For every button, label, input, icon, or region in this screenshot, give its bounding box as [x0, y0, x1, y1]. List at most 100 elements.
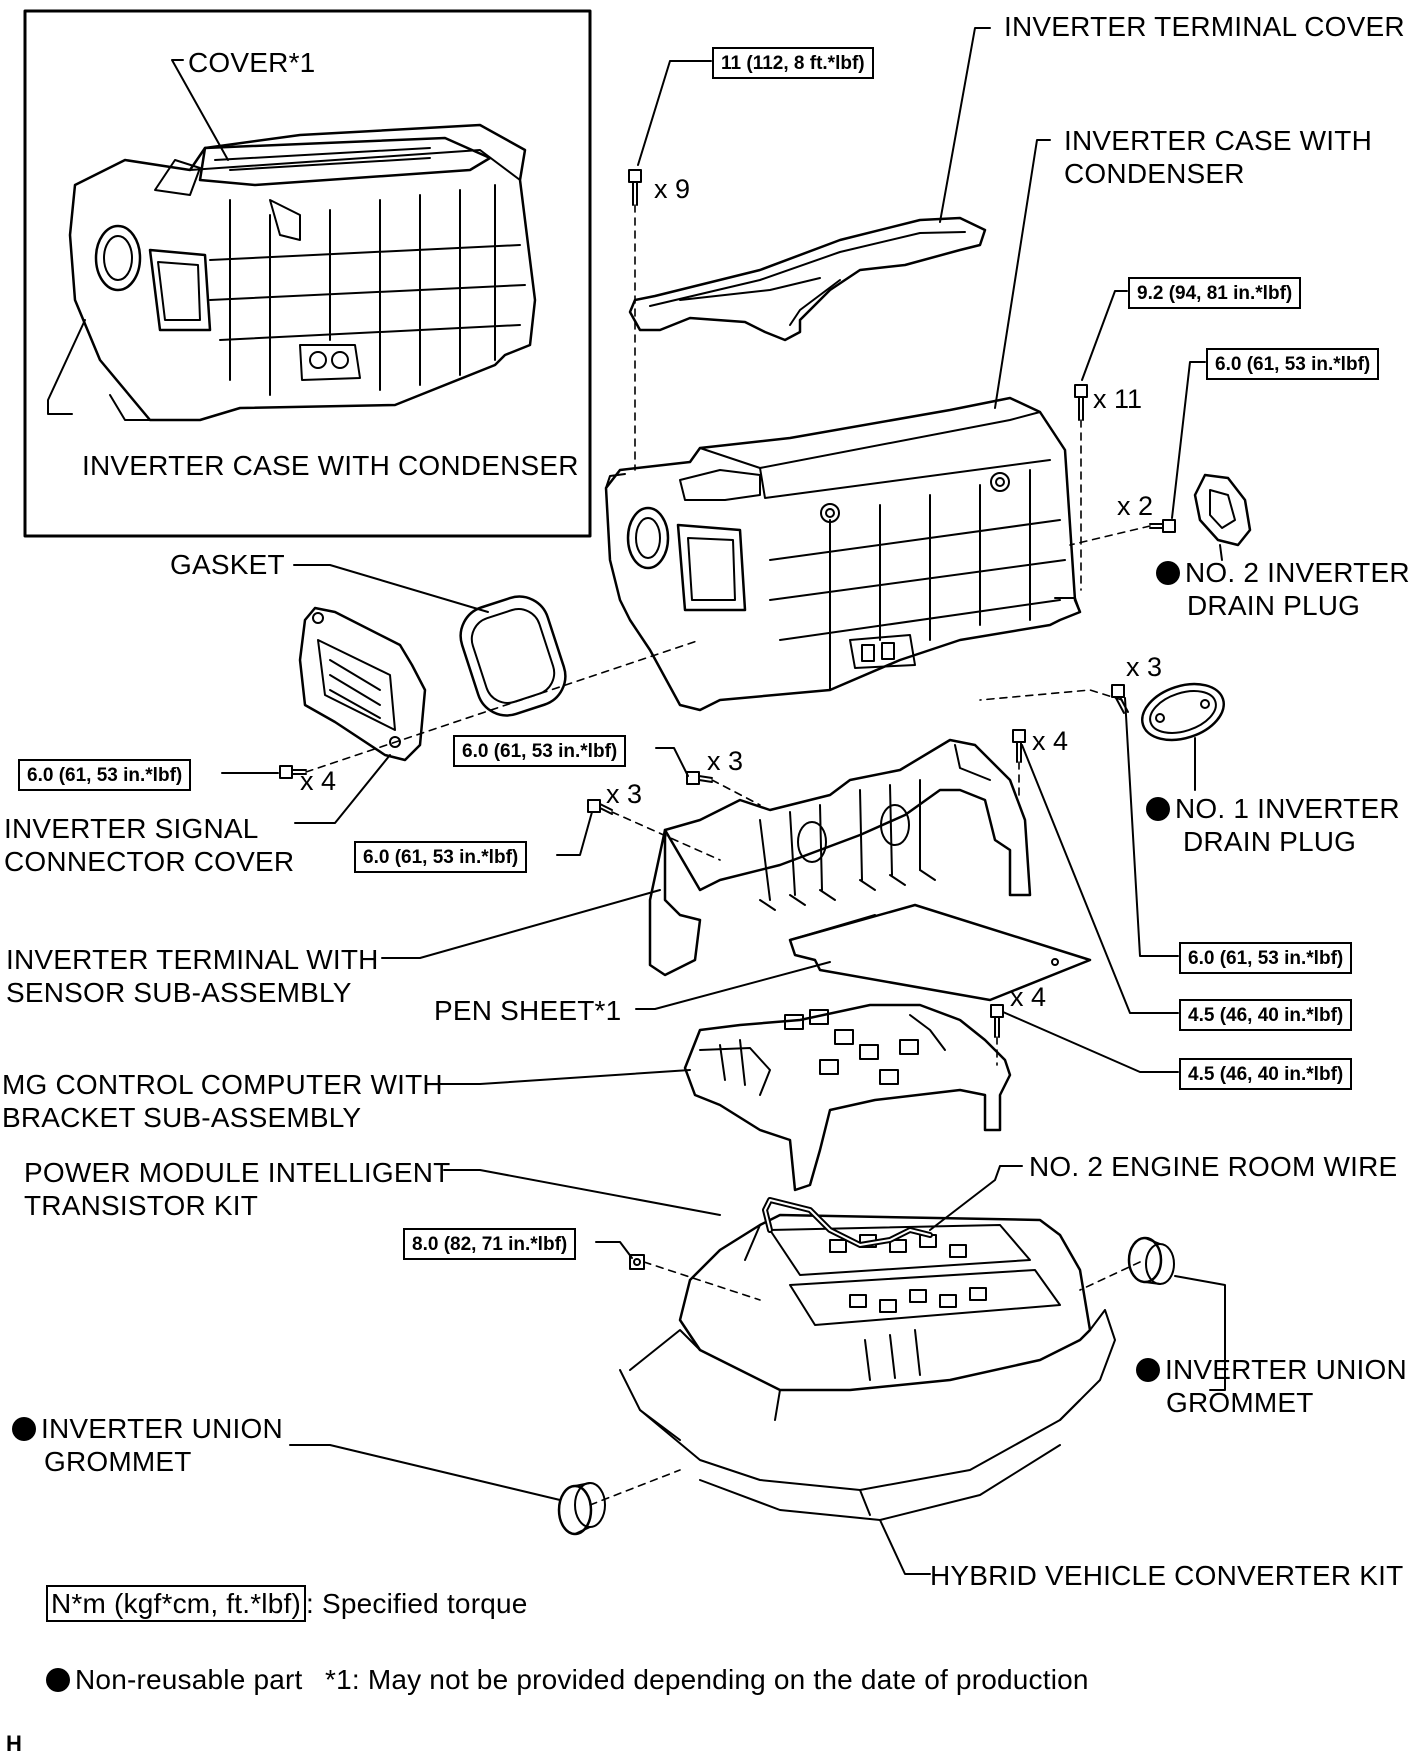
leader-wire [929, 1165, 1023, 1231]
label-terminal-cover: INVERTER TERMINAL COVER [1004, 11, 1405, 42]
label-signal-line2: CONNECTOR COVER [4, 846, 295, 877]
gasket-illustration [459, 595, 567, 717]
label-drain2-line1: NO. 2 INVERTER [1156, 556, 1410, 589]
drain-plug-1-illustration [1141, 682, 1225, 742]
nonreusable-dot-icon [1156, 561, 1180, 585]
mg-computer-illustration [683, 1003, 1012, 1192]
leader-t-drain1 [1124, 697, 1179, 957]
terminal-sensor-illustration [648, 738, 1032, 977]
drain-plug-2-illustration [1193, 473, 1252, 547]
label-converter: HYBRID VEHICLE CONVERTER KIT [930, 1560, 1404, 1591]
signal-connector-cover-illustration [298, 606, 427, 762]
label-pm-line1: POWER MODULE INTELLIGENT [24, 1157, 451, 1188]
leader-t-case [1081, 290, 1128, 381]
label-grommet-r-line2: GROMMET [1166, 1387, 1314, 1418]
leader-t-power [595, 1241, 633, 1259]
label-case-line1: INVERTER CASE WITH [1064, 125, 1373, 156]
label-terminal-line2: SENSOR SUB-ASSEMBLY [6, 977, 352, 1008]
qty-case: x 11 [1093, 384, 1143, 414]
qty-terminal-a: x 3 [707, 746, 744, 776]
torque-case: 9.2 (94, 81 in.*lbf) [1128, 277, 1302, 309]
leader-t-terminal-cover [637, 60, 712, 166]
qty-signal: x 4 [300, 766, 337, 796]
leader-drain2 [1219, 544, 1223, 561]
label-grommet-r-line1: INVERTER UNION [1136, 1353, 1407, 1386]
leader-signal [294, 754, 391, 824]
qty-drain2: x 2 [1117, 491, 1154, 521]
legend-torque-unit: N*m (kgf*cm, ft.*lbf) [46, 1585, 307, 1622]
torque-terminal-b: 6.0 (61, 53 in.*lbf) [354, 841, 528, 873]
bolt-icon-case [1074, 384, 1088, 421]
label-grommet-l-line2: GROMMET [44, 1446, 192, 1477]
inset-inverter-case-illustration [68, 123, 537, 422]
label-pm-line2: TRANSISTOR KIT [24, 1190, 259, 1221]
corner-mark: H [6, 1731, 23, 1756]
label-mg-line2: BRACKET SUB-ASSEMBLY [2, 1102, 362, 1133]
grommet-left-illustration [557, 1482, 606, 1536]
bolt-icon-terminal-cover [628, 169, 642, 206]
dashed-alignment-lines [305, 204, 1151, 1506]
leader-gasket [293, 564, 489, 613]
leader-mg [435, 1069, 691, 1085]
leader-t-terminal-a [655, 747, 689, 777]
bolt-icon-signal [279, 765, 307, 779]
bolt-icon-terminal-a [686, 771, 713, 785]
label-drain1-line2: DRAIN PLUG [1183, 826, 1357, 857]
legend-note: *1: May not be provided depending on the… [325, 1664, 1089, 1695]
label-case-line2: CONDENSER [1064, 158, 1245, 189]
inverter-case-illustration [604, 396, 1082, 712]
leader-t-terminal-b [556, 811, 593, 856]
label-gasket: GASKET [170, 549, 285, 580]
nonreusable-dot-icon [1136, 1358, 1160, 1382]
bolt-icon-drain2 [1149, 519, 1176, 533]
torque-power: 8.0 (82, 71 in.*lbf) [403, 1228, 577, 1260]
qty-drain1: x 3 [1126, 652, 1163, 682]
legend-torque-desc: : Specified torque [306, 1588, 528, 1619]
legend-torque: N*m (kgf*cm, ft.*lbf): Specified torque [46, 1585, 528, 1622]
torque-terminal-a: 6.0 (61, 53 in.*lbf) [453, 735, 627, 767]
nonreusable-dot-icon [1146, 797, 1170, 821]
bolt-icon-terminal-c [1012, 729, 1026, 763]
label-pen-sheet: PEN SHEET*1 [434, 995, 622, 1026]
torque-mg-a: 4.5 (46, 40 in.*lbf) [1179, 999, 1353, 1031]
label-signal-line1: INVERTER SIGNAL [4, 813, 259, 844]
engine-room-wire-illustration [762, 1197, 933, 1248]
label-drain2-line2: DRAIN PLUG [1187, 590, 1361, 621]
nonreusable-dot-icon [46, 1668, 70, 1692]
torque-signal: 6.0 (61, 53 in.*lbf) [18, 759, 192, 791]
grommet-right-illustration [1127, 1236, 1175, 1285]
torque-terminal-cover: 11 (112, 8 ft.*lbf) [712, 47, 874, 79]
label-cover1: COVER*1 [188, 47, 316, 78]
leader-pen-sheet [635, 961, 831, 1010]
qty-mg: x 4 [1010, 982, 1047, 1012]
leader-grommet-r [1174, 1275, 1226, 1391]
label-grommet-l-line1: INVERTER UNION [12, 1412, 283, 1445]
torque-drain2: 6.0 (61, 53 in.*lbf) [1206, 348, 1380, 380]
power-module-illustration [619, 1213, 1116, 1521]
bolt-icon-mg [990, 1004, 1004, 1038]
leader-grommet-l [289, 1444, 561, 1501]
qty-terminal-b: x 3 [606, 779, 643, 809]
label-mg-line1: MG CONTROL COMPUTER WITH [2, 1069, 443, 1100]
label-case-inset: INVERTER CASE WITH CONDENSER [82, 450, 579, 481]
pen-sheet-illustration [788, 903, 1092, 1002]
inset-frame [23, 9, 592, 538]
leader-cover1 [171, 59, 229, 161]
label-wire: NO. 2 ENGINE ROOM WIRE [1029, 1151, 1398, 1182]
torque-drain1: 6.0 (61, 53 in.*lbf) [1179, 942, 1353, 974]
leader-case-inset [47, 319, 86, 415]
leader-case [994, 139, 1051, 409]
label-drain1-line1: NO. 1 INVERTER [1146, 792, 1400, 825]
leader-terminal [381, 889, 661, 959]
leader-t-mg-a [1021, 744, 1179, 1014]
terminal-cover-illustration [628, 216, 987, 342]
legend-nonreusable: Non-reusable part [46, 1663, 303, 1696]
qty-terminal-c: x 4 [1032, 726, 1069, 756]
leader-converter [879, 1519, 931, 1575]
leader-power-module [443, 1169, 721, 1216]
nonreusable-dot-icon [12, 1417, 36, 1441]
bolt-icon-terminal-b [587, 799, 613, 815]
qty-terminal-cover: x 9 [654, 174, 691, 204]
leader-t-drain2 [1171, 361, 1206, 519]
